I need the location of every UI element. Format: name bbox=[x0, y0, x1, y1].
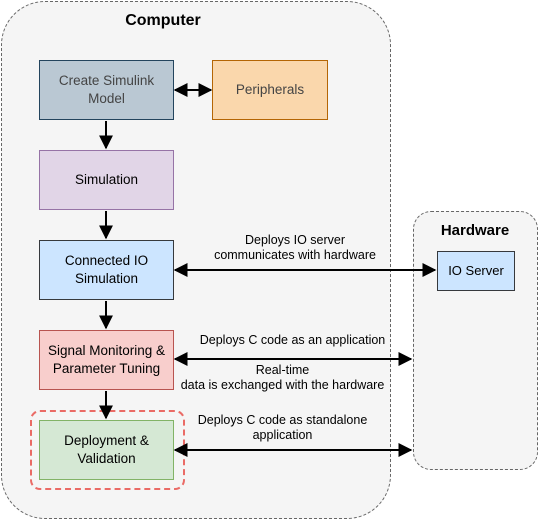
create-simulink-model-node[interactable]: Create Simulink Model bbox=[39, 60, 174, 120]
connected-io-simulation-node[interactable]: Connected IO Simulation bbox=[39, 240, 174, 300]
simulation-node[interactable]: Simulation bbox=[39, 150, 174, 210]
c-code-application-label: Deploys C code as an application bbox=[199, 333, 386, 347]
deployment-validation-node[interactable]: Deployment & Validation bbox=[39, 420, 174, 480]
standalone-application-label: Deploys C code as standalone application bbox=[197, 413, 368, 442]
hardware-title: Hardware bbox=[440, 222, 510, 239]
realtime-data-label: Real-time data is exchanged with the har… bbox=[180, 363, 385, 392]
io-server-deploy-label: Deploys IO server communicates with hard… bbox=[214, 233, 376, 262]
computer-title: Computer bbox=[125, 12, 201, 29]
io-server-node[interactable]: IO Server bbox=[437, 251, 515, 291]
signal-monitoring-node[interactable]: Signal Monitoring & Parameter Tuning bbox=[39, 330, 174, 390]
peripherals-node[interactable]: Peripherals bbox=[212, 60, 328, 120]
